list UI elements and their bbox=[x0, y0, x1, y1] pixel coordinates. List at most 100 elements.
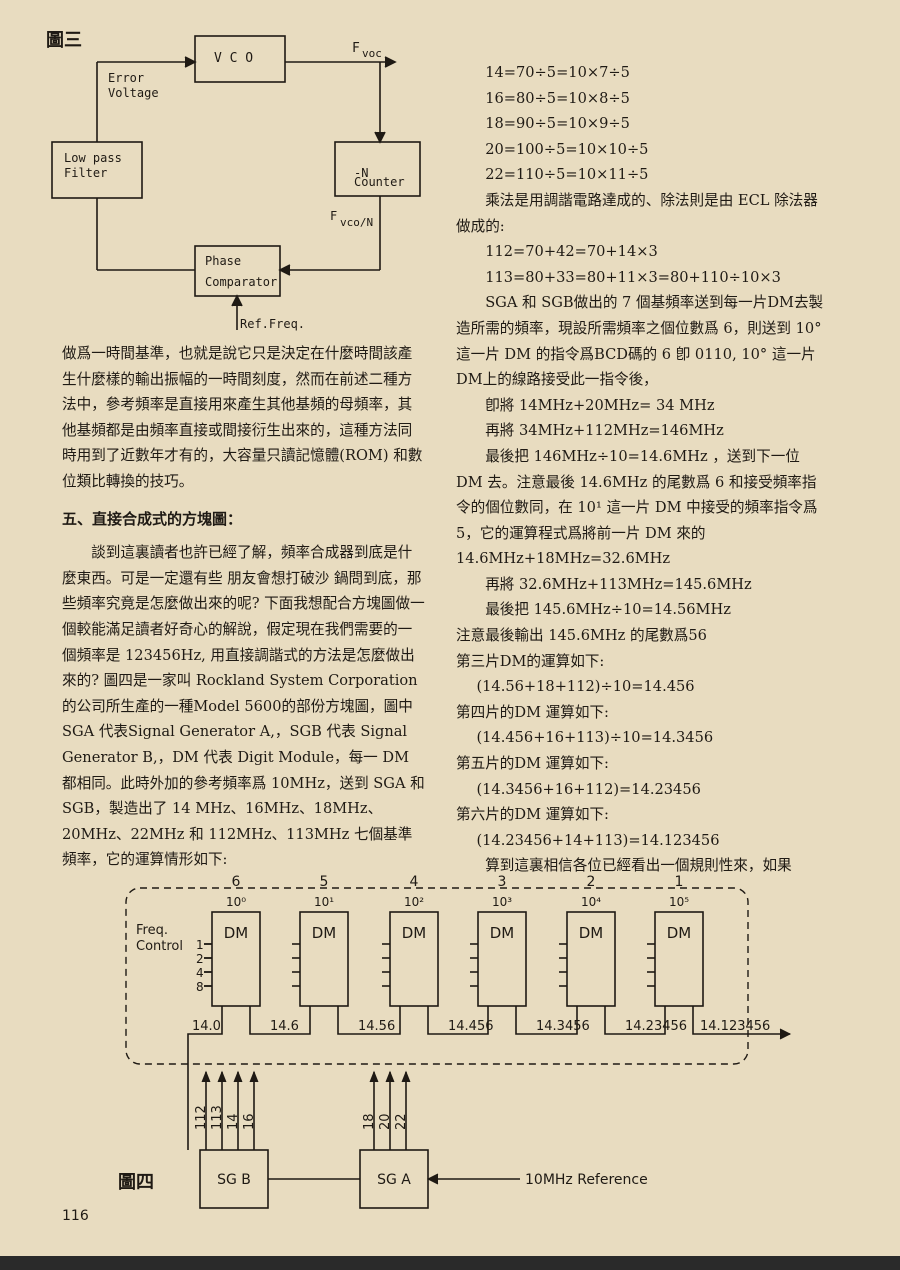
dm-box bbox=[477, 911, 527, 1007]
error-label: Error bbox=[108, 71, 144, 85]
equation: 22=110÷5=10×11÷5 bbox=[485, 166, 649, 184]
equation: 112=70+42=70+14×3 bbox=[485, 243, 658, 261]
counter-label: -N bbox=[354, 166, 368, 180]
right-column: 14=70÷5=10×7÷5 16=80÷5=10×8÷5 18=90÷5=10… bbox=[456, 60, 826, 879]
module-link bbox=[515, 1006, 578, 1035]
control-bit-label: 4 bbox=[196, 966, 204, 980]
equation: (14.3456+16+112)=14.23456 bbox=[476, 780, 701, 798]
output-arrow bbox=[779, 1028, 792, 1040]
equation: 113=80+33=80+11×3=80+110÷10×3 bbox=[485, 268, 781, 286]
sgb-input-label: 14 bbox=[226, 1113, 241, 1130]
module-number: 4 bbox=[410, 874, 419, 890]
output-value: 14.0 bbox=[192, 1019, 221, 1034]
bus-arrow bbox=[217, 1070, 227, 1083]
dm-label: DM bbox=[312, 924, 337, 942]
dm-label: DM bbox=[224, 924, 249, 942]
bus-arrow bbox=[369, 1070, 379, 1083]
right-paragraph-2: SGA 和 SGB做出的 7 個基頻率送到每一片DM去製造所需的頻率，現設所需頻… bbox=[456, 294, 824, 389]
sga-input-label: 20 bbox=[378, 1113, 393, 1130]
bus-arrow bbox=[201, 1070, 211, 1083]
equation: (14.23456+14+113)=14.123456 bbox=[476, 831, 720, 849]
text-line: 注意最後輸出 145.6MHz 的尾數爲56 bbox=[456, 627, 707, 645]
svg-text:Counter: Counter bbox=[354, 175, 405, 189]
dm-box bbox=[654, 911, 704, 1007]
module-power: 10¹ bbox=[314, 895, 334, 909]
sgb-input-label: 16 bbox=[242, 1113, 257, 1130]
equation: 18=90÷5=10×9÷5 bbox=[485, 115, 630, 133]
sgb-label: SG B bbox=[217, 1172, 251, 1188]
equation: 14=70÷5=10×7÷5 bbox=[485, 64, 630, 81]
dm-box bbox=[566, 911, 616, 1007]
module-power: 10² bbox=[404, 895, 424, 909]
final-output-line bbox=[692, 1006, 790, 1035]
text-line: 算到這裏相信各位已經看出一個規則性來，如果 bbox=[485, 857, 792, 875]
module-link bbox=[249, 1006, 311, 1035]
text-line: 第三片DM的運算如下: bbox=[456, 652, 605, 670]
control-bit-label: 1 bbox=[196, 938, 204, 952]
first-input-line bbox=[187, 1006, 223, 1150]
figure3-label: 圖三 bbox=[46, 30, 82, 51]
dm-label: DM bbox=[579, 924, 604, 942]
page-number: 116 bbox=[62, 1208, 89, 1224]
output-value: 14.123456 bbox=[700, 1019, 770, 1034]
module-number: 6 bbox=[232, 874, 241, 890]
control-bit-label: 2 bbox=[196, 952, 204, 966]
text-line: 第五片的DM 運算如下: bbox=[456, 755, 609, 773]
equation: 最後把 145.6MHz÷10=14.56MHz bbox=[485, 601, 731, 619]
bus-arrow bbox=[233, 1070, 243, 1083]
module-link bbox=[427, 1006, 489, 1035]
phase-label: Phase bbox=[205, 254, 241, 268]
module-link bbox=[604, 1006, 666, 1035]
reference-label: 10MHz Reference bbox=[525, 1172, 648, 1188]
dm-box bbox=[211, 911, 261, 1007]
vco-label: V C O bbox=[214, 51, 253, 66]
dashed-frame bbox=[125, 887, 749, 1065]
equation: 卽將 14MHz+20MHz= 34 MHz bbox=[485, 396, 715, 414]
output-value: 14.6 bbox=[270, 1019, 299, 1034]
sga-label: SG A bbox=[377, 1172, 411, 1188]
equation: 20=100÷5=10×10÷5 bbox=[485, 140, 649, 158]
figure3-pll-diagram: V C O F voc Error Voltage Low pass Filte… bbox=[51, 35, 421, 331]
fvcon-label: vco/N bbox=[340, 216, 373, 229]
text-line: 第四片的DM 運算如下: bbox=[456, 703, 609, 721]
module-power: 10⁰ bbox=[226, 895, 246, 909]
svg-text:Filter: Filter bbox=[64, 166, 107, 180]
svg-text:F: F bbox=[330, 209, 337, 223]
dm-box bbox=[299, 911, 349, 1007]
output-value: 14.23456 bbox=[625, 1019, 687, 1034]
right-paragraph-3: 最後把 146MHz÷10=14.6MHz ，送到下一位 DM 去。注意最後 1… bbox=[456, 447, 818, 568]
freq-control-label: Freq. bbox=[136, 923, 168, 938]
module-number: 3 bbox=[498, 874, 507, 890]
output-value: 14.3456 bbox=[536, 1019, 590, 1034]
dm-box bbox=[389, 911, 439, 1007]
equation: 再將 32.6MHz+113MHz=145.6MHz bbox=[485, 575, 752, 593]
equation: 再將 34MHz+112MHz=146MHz bbox=[485, 422, 724, 440]
equation: (14.56+18+112)÷10=14.456 bbox=[476, 678, 695, 696]
bus-arrow bbox=[249, 1070, 259, 1083]
output-value: 14.456 bbox=[448, 1019, 494, 1034]
sgb-input-label: 112 bbox=[194, 1105, 209, 1130]
left-paragraph-2: 談到這裏讀者也許已經了解，頻率合成器到底是什麼東西。可是一定還有些 朋友會想打破… bbox=[62, 544, 425, 869]
freq-control-label: Control bbox=[136, 939, 183, 954]
lpf-label: Low pass bbox=[64, 151, 122, 165]
section-heading: 五、直接合成式的方塊圖： bbox=[62, 509, 243, 528]
module-power: 10⁵ bbox=[669, 895, 689, 909]
right-paragraph-1: 乘法是用調諧電路達成的、除法則是由 ECL 除法器做成的: bbox=[456, 191, 818, 235]
module-link bbox=[337, 1006, 401, 1035]
svg-text:F: F bbox=[352, 41, 360, 56]
sgb-input-label: 113 bbox=[210, 1105, 225, 1130]
svg-text:Comparator: Comparator bbox=[205, 275, 277, 289]
control-bit-label: 8 bbox=[196, 980, 204, 994]
reference-arrow bbox=[426, 1173, 439, 1185]
output-value: 14.56 bbox=[358, 1019, 395, 1034]
ref-freq-label: Ref.Freq. bbox=[240, 317, 305, 331]
figure4-label: 圖四 bbox=[118, 1172, 154, 1193]
dm-label: DM bbox=[667, 924, 692, 942]
module-power: 10³ bbox=[492, 895, 512, 909]
module-number: 5 bbox=[320, 874, 329, 890]
module-power: 10⁴ bbox=[581, 895, 601, 909]
left-paragraph-1: 做爲一時間基準，也就是說它只是決定在什麼時間該產生什麼樣的輸出振幅的一時間刻度，… bbox=[62, 345, 423, 490]
dm-label: DM bbox=[490, 924, 515, 942]
module-number: 2 bbox=[587, 874, 596, 890]
bus-arrow bbox=[401, 1070, 411, 1083]
